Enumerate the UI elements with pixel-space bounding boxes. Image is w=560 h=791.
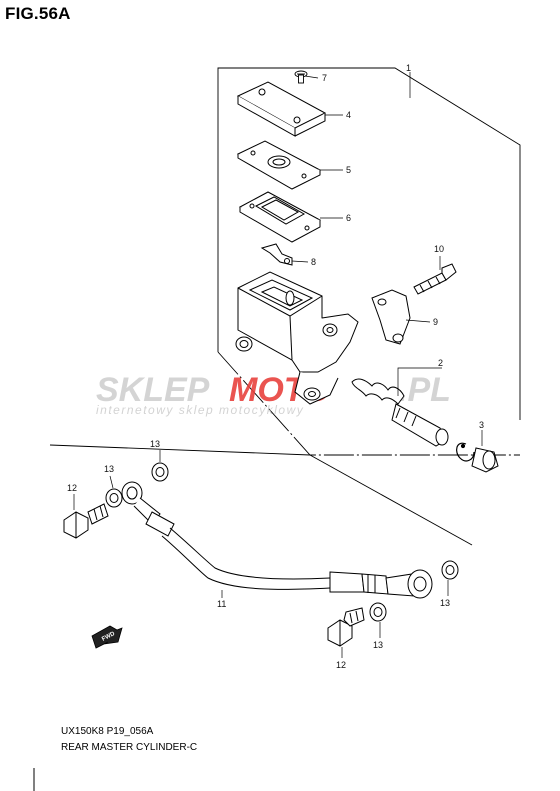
callout-1: 1 — [406, 63, 411, 73]
callout-7: 7 — [322, 73, 327, 83]
reservoir-cap-part-4 — [236, 81, 327, 137]
watermark-brand-grey: SKLEP — [96, 371, 210, 409]
master-cylinder-body — [235, 271, 359, 405]
figure-caption: REAR MASTER CYLINDER-C — [61, 742, 198, 753]
circlip-part-3 — [456, 442, 475, 462]
hose-outline-right — [309, 454, 473, 546]
washer-part-13d — [369, 602, 387, 622]
leader-lines — [73, 72, 483, 658]
callout-3: 3 — [479, 420, 484, 430]
callout-13-right: 13 — [440, 598, 450, 608]
piston-assembly-part-2 — [351, 378, 449, 447]
washer-part-13b — [105, 488, 123, 508]
plate-part-5 — [236, 140, 322, 190]
callout-6: 6 — [346, 213, 351, 223]
union-bolt-part-12a — [63, 503, 109, 539]
washer-part-13c — [441, 560, 459, 580]
callout-4: 4 — [346, 110, 351, 120]
callout-13-bottom: 13 — [373, 640, 383, 650]
callout-12-bottom: 12 — [336, 660, 346, 670]
figure-title: FIG.56A — [5, 4, 71, 23]
forward-direction-arrow: FWD — [91, 625, 123, 649]
diaphragm-part-6 — [238, 191, 322, 243]
callout-13-left: 13 — [104, 464, 114, 474]
washer-part-13a — [151, 462, 169, 482]
callout-5: 5 — [346, 165, 351, 175]
figure-code: UX150K8 P19_056A — [61, 726, 154, 737]
callout-9: 9 — [433, 317, 438, 327]
callout-12-left: 12 — [67, 483, 77, 493]
callout-8: 8 — [311, 257, 316, 267]
watermark-brand-end: .PL — [398, 371, 451, 409]
bolt-part-10 — [413, 263, 457, 295]
brake-hose-part-11 — [121, 481, 433, 599]
clip-part-8 — [260, 243, 293, 266]
callout-10: 10 — [434, 244, 444, 254]
hose-outline — [49, 444, 311, 456]
callout-13-top: 13 — [150, 439, 160, 449]
dust-boot — [471, 447, 499, 473]
watermark-tagline: internetowy sklep motocyklowy — [96, 403, 304, 417]
callout-2: 2 — [438, 358, 443, 368]
holder-part-9 — [371, 289, 411, 345]
screw-part-7 — [294, 70, 308, 84]
union-bolt-part-12b — [327, 607, 365, 647]
assembly-outline — [217, 67, 521, 420]
callout-11: 11 — [217, 599, 226, 609]
